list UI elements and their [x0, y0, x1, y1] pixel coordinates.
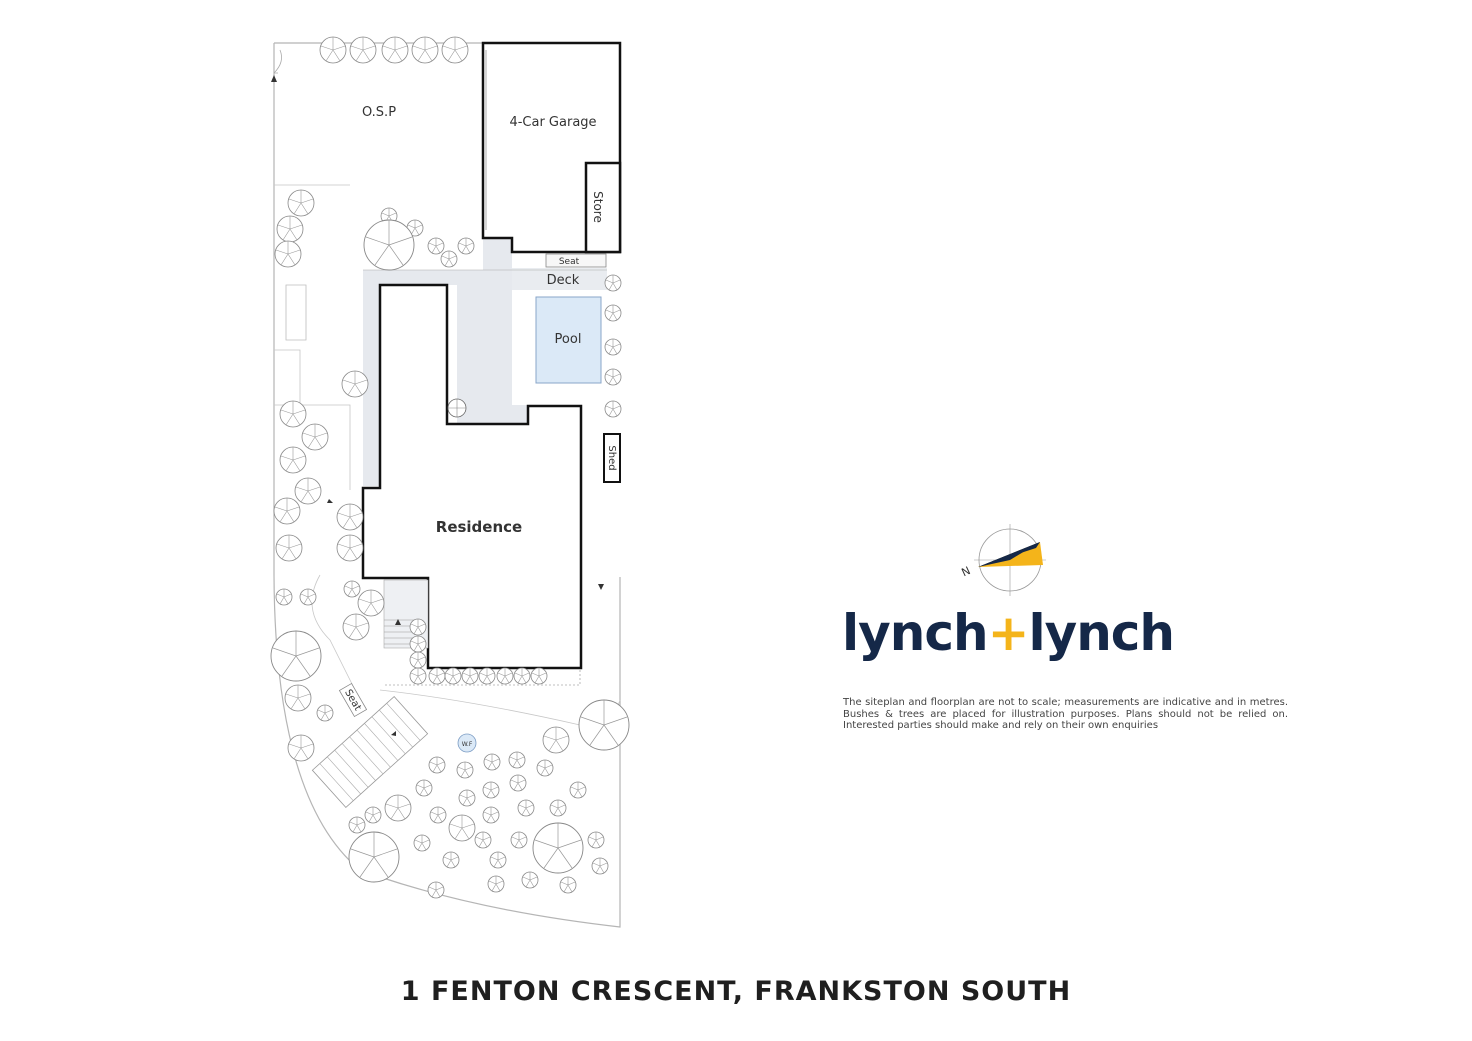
spiral-stair	[447, 398, 467, 418]
brand-left: lynch	[842, 604, 989, 662]
deck-label: Deck	[547, 273, 580, 288]
store	[584, 161, 622, 254]
wf-label: W.F	[462, 741, 473, 748]
brand-right: lynch	[1028, 604, 1175, 662]
shed-label: Shed	[606, 445, 617, 470]
store-label: Store	[591, 191, 605, 223]
residence-walls	[361, 283, 583, 670]
brand-plus: +	[987, 604, 1030, 662]
osp-label: O.S.P	[362, 105, 396, 120]
wood-fire	[457, 733, 477, 753]
compass: N	[959, 524, 1046, 596]
brand-logo: lynch+lynch	[842, 604, 1175, 662]
shed	[603, 433, 621, 483]
garage-label: 4-Car Garage	[509, 115, 596, 130]
disclaimer: The siteplan and floorplan are not to sc…	[843, 697, 1288, 731]
property-address: 1 FENTON CRESCENT, FRANKSTON SOUTH	[400, 976, 1072, 1007]
residence-label: Residence	[436, 518, 522, 536]
seat-top	[545, 253, 607, 268]
direction-arrows	[271, 75, 604, 736]
seat-bottom	[338, 682, 368, 718]
seat-top-label: Seat	[559, 257, 580, 267]
pool	[535, 296, 602, 384]
garden-steps	[311, 696, 429, 808]
north-label: N	[959, 564, 972, 579]
pool-label: Pool	[555, 332, 582, 347]
